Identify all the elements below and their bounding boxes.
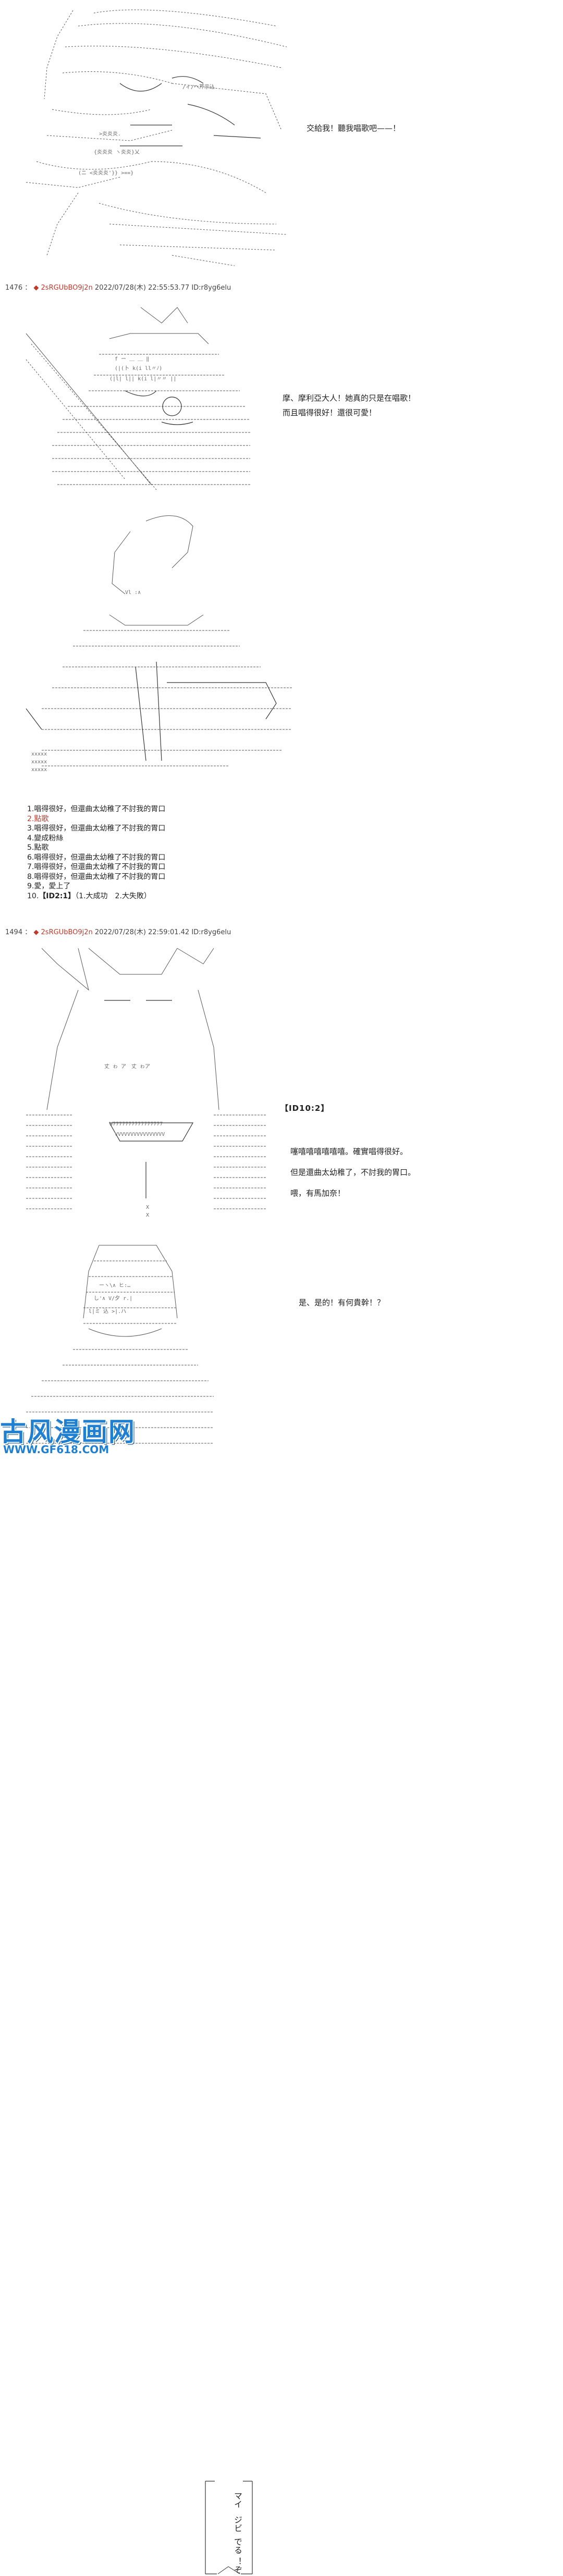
speech-line: 但是還曲太幼稚了，不討我的胃口。	[290, 1168, 416, 1177]
post-datetime: 2022/07/28(木) 22:55:53.77	[94, 284, 190, 292]
speech-box-column: マイ	[232, 2492, 242, 2508]
speech-box-column: ！ぞ	[232, 2557, 242, 2574]
svg-text:(ニ <炎炎炎'}} >==}: (ニ <炎炎炎'}} >==}	[78, 170, 133, 176]
svg-text:丈 ゎ ア 丈 ゎア: 丈 ゎ ア 丈 ゎア	[104, 1063, 150, 1070]
ascii-art-laughing-drawing: 丈 ゎ ア 丈 ゎア W7777777777777777 VVVVVVVVVVV…	[26, 948, 266, 1218]
post-id[interactable]: ID:r8yg6elu	[191, 928, 231, 936]
svg-text:W7777777777777777: W7777777777777777	[109, 1121, 163, 1127]
vote-number: 10.	[27, 891, 39, 900]
svg-text:l|ミ 込 >|.ハ: l|ミ 込 >|.ハ	[89, 1308, 126, 1315]
ascii-art-knight: f ー ＿ ＿ ‖ (|(卜 k(i ll〃ﾉ) (|l| l|| k(i l|…	[21, 302, 271, 495]
vote-list: 1.唱得很好，但還曲太幼稚了不討我的胃口 2.點歌 3.唱得很好，但還曲太幼稚了…	[27, 804, 165, 901]
svg-text:>炎炎炎.: >炎炎炎.	[99, 131, 121, 137]
speech-text: 摩、摩利亞大人！她真的只是在唱歌！ 而且唱得很好！還很可愛！	[283, 391, 415, 420]
watermark-url[interactable]: WWW.GF618.COM	[3, 1443, 109, 1456]
vote-option-10: 10.【ID2:1】（1.大成功 2.大失敗）	[27, 891, 165, 901]
speech-line: 交給我！聽我唱歌吧——！	[307, 123, 401, 133]
ascii-art-singer-drawing: >炎炎炎. {炎炎炎 ヽ炎炎}乂 (ニ <炎炎炎'}} >==} /ィ/ヘ芹示込	[26, 9, 287, 266]
svg-text:X: X	[146, 1212, 149, 1218]
svg-text:xxxxx: xxxxx	[31, 767, 47, 773]
svg-text:/ィ/ヘ芹示込: /ィ/ヘ芹示込	[182, 84, 215, 90]
svg-text:X: X	[146, 1205, 149, 1210]
panel-4: 丈 ゎ ア 丈 ゎア W7777777777777777 VVVVVVVVVVV…	[0, 938, 563, 1230]
vote-option-highlighted: 2.點歌	[27, 814, 49, 823]
svg-text:ーヽ\∧ ヒ:…: ーヽ\∧ ヒ:…	[99, 1282, 130, 1289]
id-box-label: 【ID10:2】	[280, 1104, 329, 1113]
vote-dice-note: （1.大成功 2.大失敗）	[75, 891, 151, 900]
speech-text: 噻嘻嘻嘻嘻嘻嘻。確實唱得很好。 但是還曲太幼稚了，不討我的胃口。 喂，有馬加奈！	[290, 1141, 415, 1204]
speech-box-column: でる	[232, 2537, 242, 2554]
diamond-icon: ◆	[33, 928, 39, 936]
post-datetime: 2022/07/28(木) 22:59:01.42	[94, 928, 190, 936]
panel-2: f ー ＿ ＿ ‖ (|(卜 k(i ll〃ﾉ) (|l| l|| k(i l|…	[0, 292, 563, 500]
post-number: 1494	[5, 928, 23, 936]
trip-code[interactable]: 2sRGUbBO9j2n	[41, 928, 93, 936]
post-separator: ：	[25, 284, 32, 292]
speech-box-outline	[205, 2481, 253, 2574]
vote-option: 9.愛，愛上了	[27, 882, 71, 890]
ascii-art-laughing-character: 丈 ゎ ア 丈 ゎア W7777777777777777 VVVVVVVVVVV…	[26, 943, 271, 1224]
panel-3: xxxxx xxxxx xxxxx Vl :∧ 【ID10:2】	[0, 500, 563, 1113]
svg-text:xxxxx: xxxxx	[31, 759, 47, 765]
svg-text:し'∧ V/夕 r.|: し'∧ V/夕 r.|	[94, 1295, 132, 1302]
post-id[interactable]: ID:r8yg6elu	[191, 284, 231, 292]
vote-id-tag: 【ID2:1】	[39, 891, 76, 900]
vote-option: 1.唱得很好，但還曲太幼稚了不討我的胃口	[27, 805, 166, 813]
svg-text:xxxxx: xxxxx	[31, 751, 47, 757]
vote-option: 7.唱得很好，但還曲太幼稚了不討我的胃口	[27, 863, 166, 871]
svg-text:f ー ＿ ＿ ‖: f ー ＿ ＿ ‖	[115, 356, 149, 362]
vote-option: 8.唱得很好，但還曲太幼稚了不討我的胃口	[27, 872, 166, 881]
post-header: 1494 ： ◆ 2sRGUbBO9j2n 2022/07/28(木) 22:5…	[5, 926, 231, 936]
speech-line: 喂，有馬加奈！	[290, 1188, 346, 1198]
speech-text: 是、是的！有何貴幹！？	[299, 1295, 385, 1310]
ascii-art-character-drawing: xxxxx xxxxx xxxxx Vl :∧	[26, 515, 292, 773]
ascii-art-surprised-drawing: ーヽ\∧ ヒ:… し'∧ V/夕 r.| l|ミ 込 >|.ハ	[26, 1245, 214, 1444]
svg-text:VVVVVVVVVVVVVVVV: VVVVVVVVVVVVVVVV	[115, 1132, 165, 1137]
vote-option: 3.唱得很好，但還曲太幼稚了不討我的胃口	[27, 824, 166, 833]
post-separator: ：	[25, 928, 32, 936]
site-watermark: 古风漫画网 WWW.GF618.COM	[0, 1411, 134, 1459]
svg-text:(|l| l|| k(i l|〃〃 ||: (|l| l|| k(i l|〃〃 ||	[109, 376, 176, 382]
speech-box-column: ジビ	[232, 2516, 242, 2532]
vertical-speech-box: マイ ジビ でる ！ぞ	[202, 2479, 255, 2576]
speech-line: 噻嘻嘻嘻嘻嘻嘻。確實唱得很好。	[290, 1147, 408, 1156]
diamond-icon: ◆	[33, 284, 39, 292]
speech-line: 摩、摩利亞大人！她真的只是在唱歌！	[283, 393, 416, 403]
panel-1: >炎炎炎. {炎炎炎 ヽ炎炎}乂 (ニ <炎炎炎'}} >==} /ィ/ヘ芹示込…	[0, 0, 563, 281]
svg-text:(|(卜 k(i ll〃ﾉ): (|(卜 k(i ll〃ﾉ)	[115, 365, 162, 371]
post-header: 1476 ： ◆ 2sRGUbBO9j2n 2022/07/28(木) 22:5…	[5, 282, 231, 292]
vote-option: 6.唱得很好，但還曲太幼稚了不討我的胃口	[27, 853, 166, 862]
speech-line: 而且唱得很好！還很可愛！	[283, 408, 377, 417]
vote-option: 4.變成粉絲	[27, 834, 64, 843]
watermark-title: 古风漫画网	[0, 1417, 136, 1447]
ascii-art-knight-drawing: f ー ＿ ＿ ‖ (|(卜 k(i ll〃ﾉ) (|l| l|| k(i l|…	[26, 307, 250, 490]
ascii-art-singer: >炎炎炎. {炎炎炎 ヽ炎炎}乂 (ニ <炎炎炎'}} >==} /ィ/ヘ芹示込	[16, 5, 297, 276]
trip-code[interactable]: 2sRGUbBO9j2n	[41, 284, 93, 292]
speech-text: 交給我！聽我唱歌吧——！	[307, 121, 400, 135]
post-number: 1476	[5, 284, 23, 292]
svg-text:{炎炎炎 ヽ炎炎}乂: {炎炎炎 ヽ炎炎}乂	[94, 149, 140, 155]
svg-text:Vl :∧: Vl :∧	[125, 590, 141, 596]
speech-line: 是、是的！有何貴幹！？	[299, 1298, 385, 1307]
vote-option: 5.點歌	[27, 844, 49, 852]
ascii-art-character-holding-card: xxxxx xxxxx xxxxx Vl :∧	[21, 511, 302, 782]
ascii-art-surprised-character: ーヽ\∧ ヒ:… し'∧ V/夕 r.| l|ミ 込 >|.ハ	[21, 1240, 219, 1459]
